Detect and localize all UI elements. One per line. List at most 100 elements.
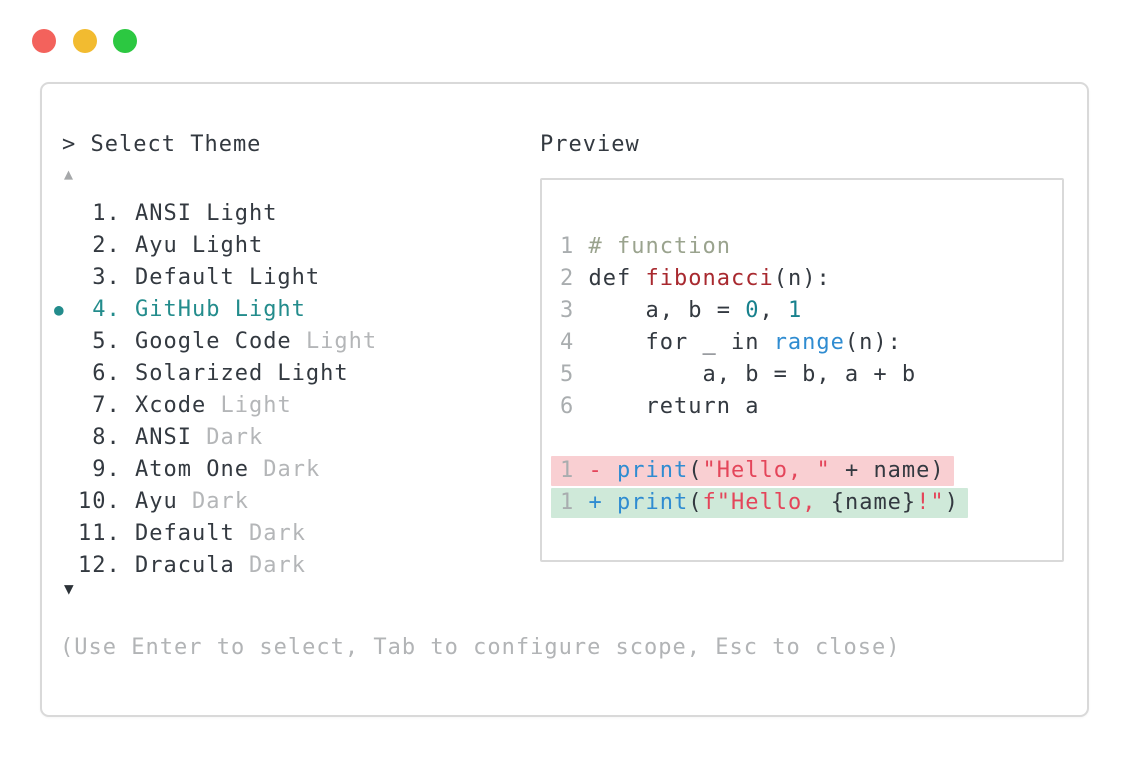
line-number: 2	[560, 266, 589, 291]
marker-spacer	[54, 358, 78, 390]
theme-item-12[interactable]: 12. Dracula Dark	[54, 550, 377, 582]
code-token: + name)	[830, 458, 945, 483]
theme-item-label: Light	[305, 329, 378, 354]
code-token: print	[617, 458, 689, 483]
theme-item-label: GitHub Light	[134, 297, 306, 322]
marker-spacer	[54, 390, 78, 422]
line-number: 5	[560, 362, 589, 387]
code-line-content: 4 for _ in range(n):	[560, 328, 902, 358]
marker-spacer	[54, 454, 78, 486]
theme-item-label: Google Code	[134, 329, 306, 354]
marker-spacer	[54, 550, 78, 582]
theme-selector-dialog: > Select Theme Preview ▲ 1. ANSI Light 2…	[40, 82, 1089, 717]
theme-item-5[interactable]: 5. Google Code Light	[54, 326, 377, 358]
theme-item-11[interactable]: 11. Default Dark	[54, 518, 377, 550]
marker-spacer	[54, 518, 78, 550]
theme-item-number: 8.	[78, 425, 135, 450]
theme-item-number: 11.	[78, 521, 135, 546]
code-token: for _ in	[588, 330, 774, 355]
code-token: ,	[759, 298, 788, 323]
code-token: {name}	[830, 490, 917, 515]
theme-item-number: 12.	[78, 553, 135, 578]
scroll-down-icon[interactable]: ▼	[64, 579, 75, 598]
selected-marker-icon: ●	[54, 300, 65, 319]
theme-item-label: Dark	[248, 553, 306, 578]
code-token: a, b =	[588, 298, 746, 323]
theme-item-number: 6.	[78, 361, 135, 386]
code-token: (	[688, 490, 703, 515]
theme-item-3[interactable]: 3. Default Light	[54, 262, 377, 294]
keyboard-hint: (Use Enter to select, Tab to configure s…	[60, 635, 901, 660]
line-number: 1	[560, 490, 589, 515]
code-line-content: 1 - print("Hello, " + name)	[551, 456, 954, 486]
theme-item-number: 7.	[78, 393, 135, 418]
code-line-content: 6 return a	[560, 392, 759, 422]
theme-item-number: 2.	[78, 233, 135, 258]
line-number: 1	[560, 234, 589, 259]
code-line: 4 for _ in range(n):	[560, 328, 1062, 360]
traffic-light-close-button[interactable]	[32, 29, 56, 53]
theme-item-label: Dark	[191, 489, 249, 514]
theme-item-label: Dark	[263, 457, 321, 482]
line-number: 1	[560, 458, 589, 483]
code-line-content: 2 def fibonacci(n):	[560, 264, 831, 294]
code-line: 3 a, b = 0, 1	[560, 296, 1062, 328]
theme-item-number: 1.	[78, 201, 135, 226]
marker-spacer	[54, 326, 78, 358]
theme-item-10[interactable]: 10. Ayu Dark	[54, 486, 377, 518]
marker-spacer	[54, 486, 78, 518]
code-line: 2 def fibonacci(n):	[560, 264, 1062, 296]
theme-item-label: Solarized Light	[134, 361, 349, 386]
traffic-light-minimize-button[interactable]	[73, 29, 97, 53]
code-token: (n):	[773, 266, 831, 291]
theme-item-number: 10.	[78, 489, 135, 514]
marker-spacer	[54, 422, 78, 454]
code-token: (	[688, 458, 703, 483]
code-line-content: 3 a, b = 0, 1	[560, 296, 802, 326]
theme-item-label: ANSI Light	[134, 201, 278, 226]
line-number: 4	[560, 330, 589, 355]
theme-item-9[interactable]: 9. Atom One Dark	[54, 454, 377, 486]
theme-item-number: 9.	[78, 457, 135, 482]
theme-item-8[interactable]: 8. ANSI Dark	[54, 422, 377, 454]
theme-item-1[interactable]: 1. ANSI Light	[54, 198, 377, 230]
theme-item-number: 4.	[78, 297, 135, 322]
theme-item-label: Default	[134, 521, 249, 546]
diff-line-del: 1 - print("Hello, " + name)	[551, 456, 1062, 488]
marker-spacer	[54, 230, 78, 262]
code-token: print	[617, 490, 689, 515]
code-token: +	[588, 490, 617, 515]
select-theme-title: > Select Theme	[62, 132, 262, 157]
diff-line-add: 1 + print(f"Hello, {name}!")	[551, 488, 1062, 520]
theme-item-label: Light	[220, 393, 292, 418]
code-token: return a	[588, 394, 760, 419]
theme-item-6[interactable]: 6. Solarized Light	[54, 358, 377, 390]
code-token: 0	[745, 298, 760, 323]
line-number: 3	[560, 298, 589, 323]
code-token: # function	[588, 234, 731, 259]
theme-item-label: Atom One	[134, 457, 264, 482]
theme-item-7[interactable]: 7. Xcode Light	[54, 390, 377, 422]
theme-item-label: ANSI	[134, 425, 207, 450]
theme-item-label: Ayu	[134, 489, 192, 514]
code-line: 1 # function	[560, 232, 1062, 264]
traffic-light-zoom-button[interactable]	[113, 29, 137, 53]
marker-spacer	[54, 262, 78, 294]
marker-spacer	[54, 198, 78, 230]
line-number: 6	[560, 394, 589, 419]
theme-item-2[interactable]: 2. Ayu Light	[54, 230, 377, 262]
theme-item-label: Dark	[206, 425, 264, 450]
preview-title: Preview	[540, 132, 640, 157]
code-line-content: 1 + print(f"Hello, {name}!")	[551, 488, 968, 518]
theme-item-label: Default Light	[134, 265, 321, 290]
code-line: 6 return a	[560, 392, 1062, 424]
theme-item-label: Xcode	[134, 393, 221, 418]
theme-item-number: 3.	[78, 265, 135, 290]
theme-item-4[interactable]: ● 4. GitHub Light	[54, 294, 377, 326]
scroll-up-icon[interactable]: ▲	[64, 165, 75, 183]
theme-item-number: 5.	[78, 329, 135, 354]
code-token: "Hello, "	[702, 458, 831, 483]
code-token: fibonacci	[645, 266, 774, 291]
